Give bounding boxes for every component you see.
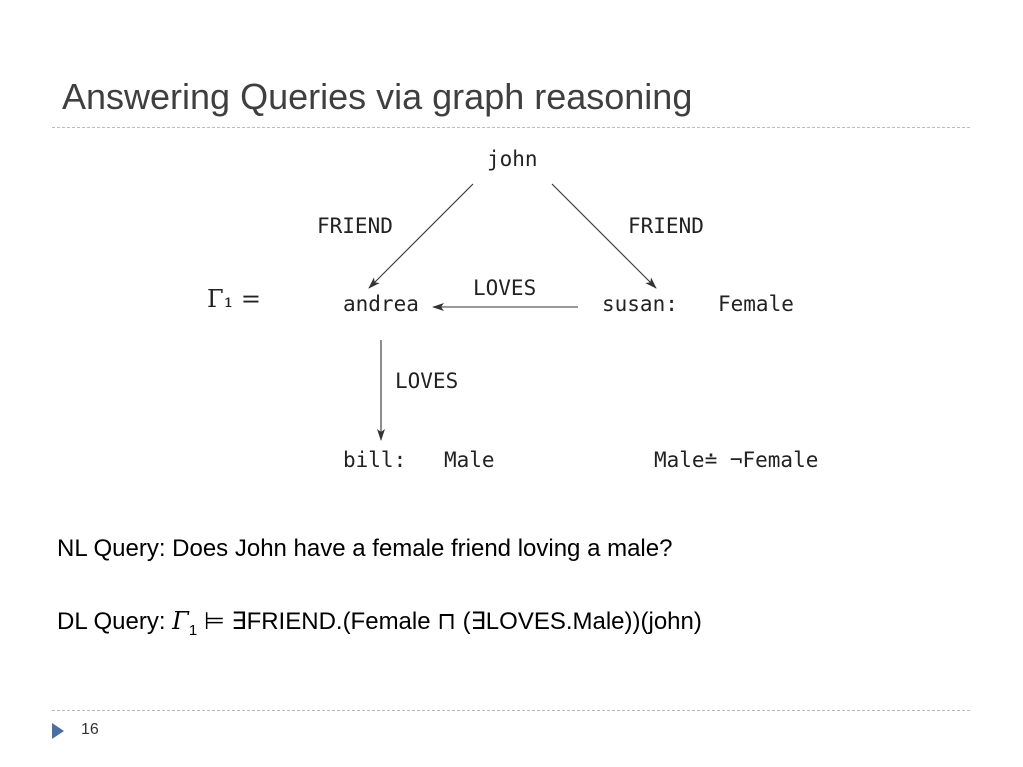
dl-query-gamma-symbol: Γ [172,607,189,635]
dl-query-gamma: Γ1 [172,607,197,639]
node-susan: susan: [602,292,678,316]
edge-john-susan [551,183,657,289]
dl-query-gamma-subscript: 1 [188,621,198,639]
node-bill-type: Male [444,448,495,472]
edge-label-andrea-bill: LOVES [395,369,458,393]
node-andrea: andrea [343,292,419,316]
node-bill: bill: [343,448,406,472]
dl-query: DL Query: Γ1 ⊨ ∃FRIEND.(Female ⊓ (∃LOVES… [57,607,702,639]
edge-john-andrea [368,183,474,289]
page-number: 16 [81,721,99,738]
title-divider [52,127,970,128]
gamma-label: Γ₁ = [207,285,261,313]
nl-query: NL Query: Does John have a female friend… [57,535,673,562]
node-john: john [487,147,538,171]
edge-label-john-andrea: FRIEND [317,214,393,238]
footer-divider [52,710,970,711]
node-susan-type: Female [718,292,794,316]
axiom-text: Male≐ ¬Female [654,448,818,472]
edge-label-susan-andrea: LOVES [473,276,536,300]
slide-title: Answering Queries via graph reasoning [62,76,693,117]
edge-label-john-susan: FRIEND [628,214,704,238]
dl-query-body: ⊨ ∃FRIEND.(Female ⊓ (∃LOVES.Male))(john) [197,608,702,635]
triangle-bullet-icon [52,723,64,739]
dl-query-prefix: DL Query: [57,608,173,635]
